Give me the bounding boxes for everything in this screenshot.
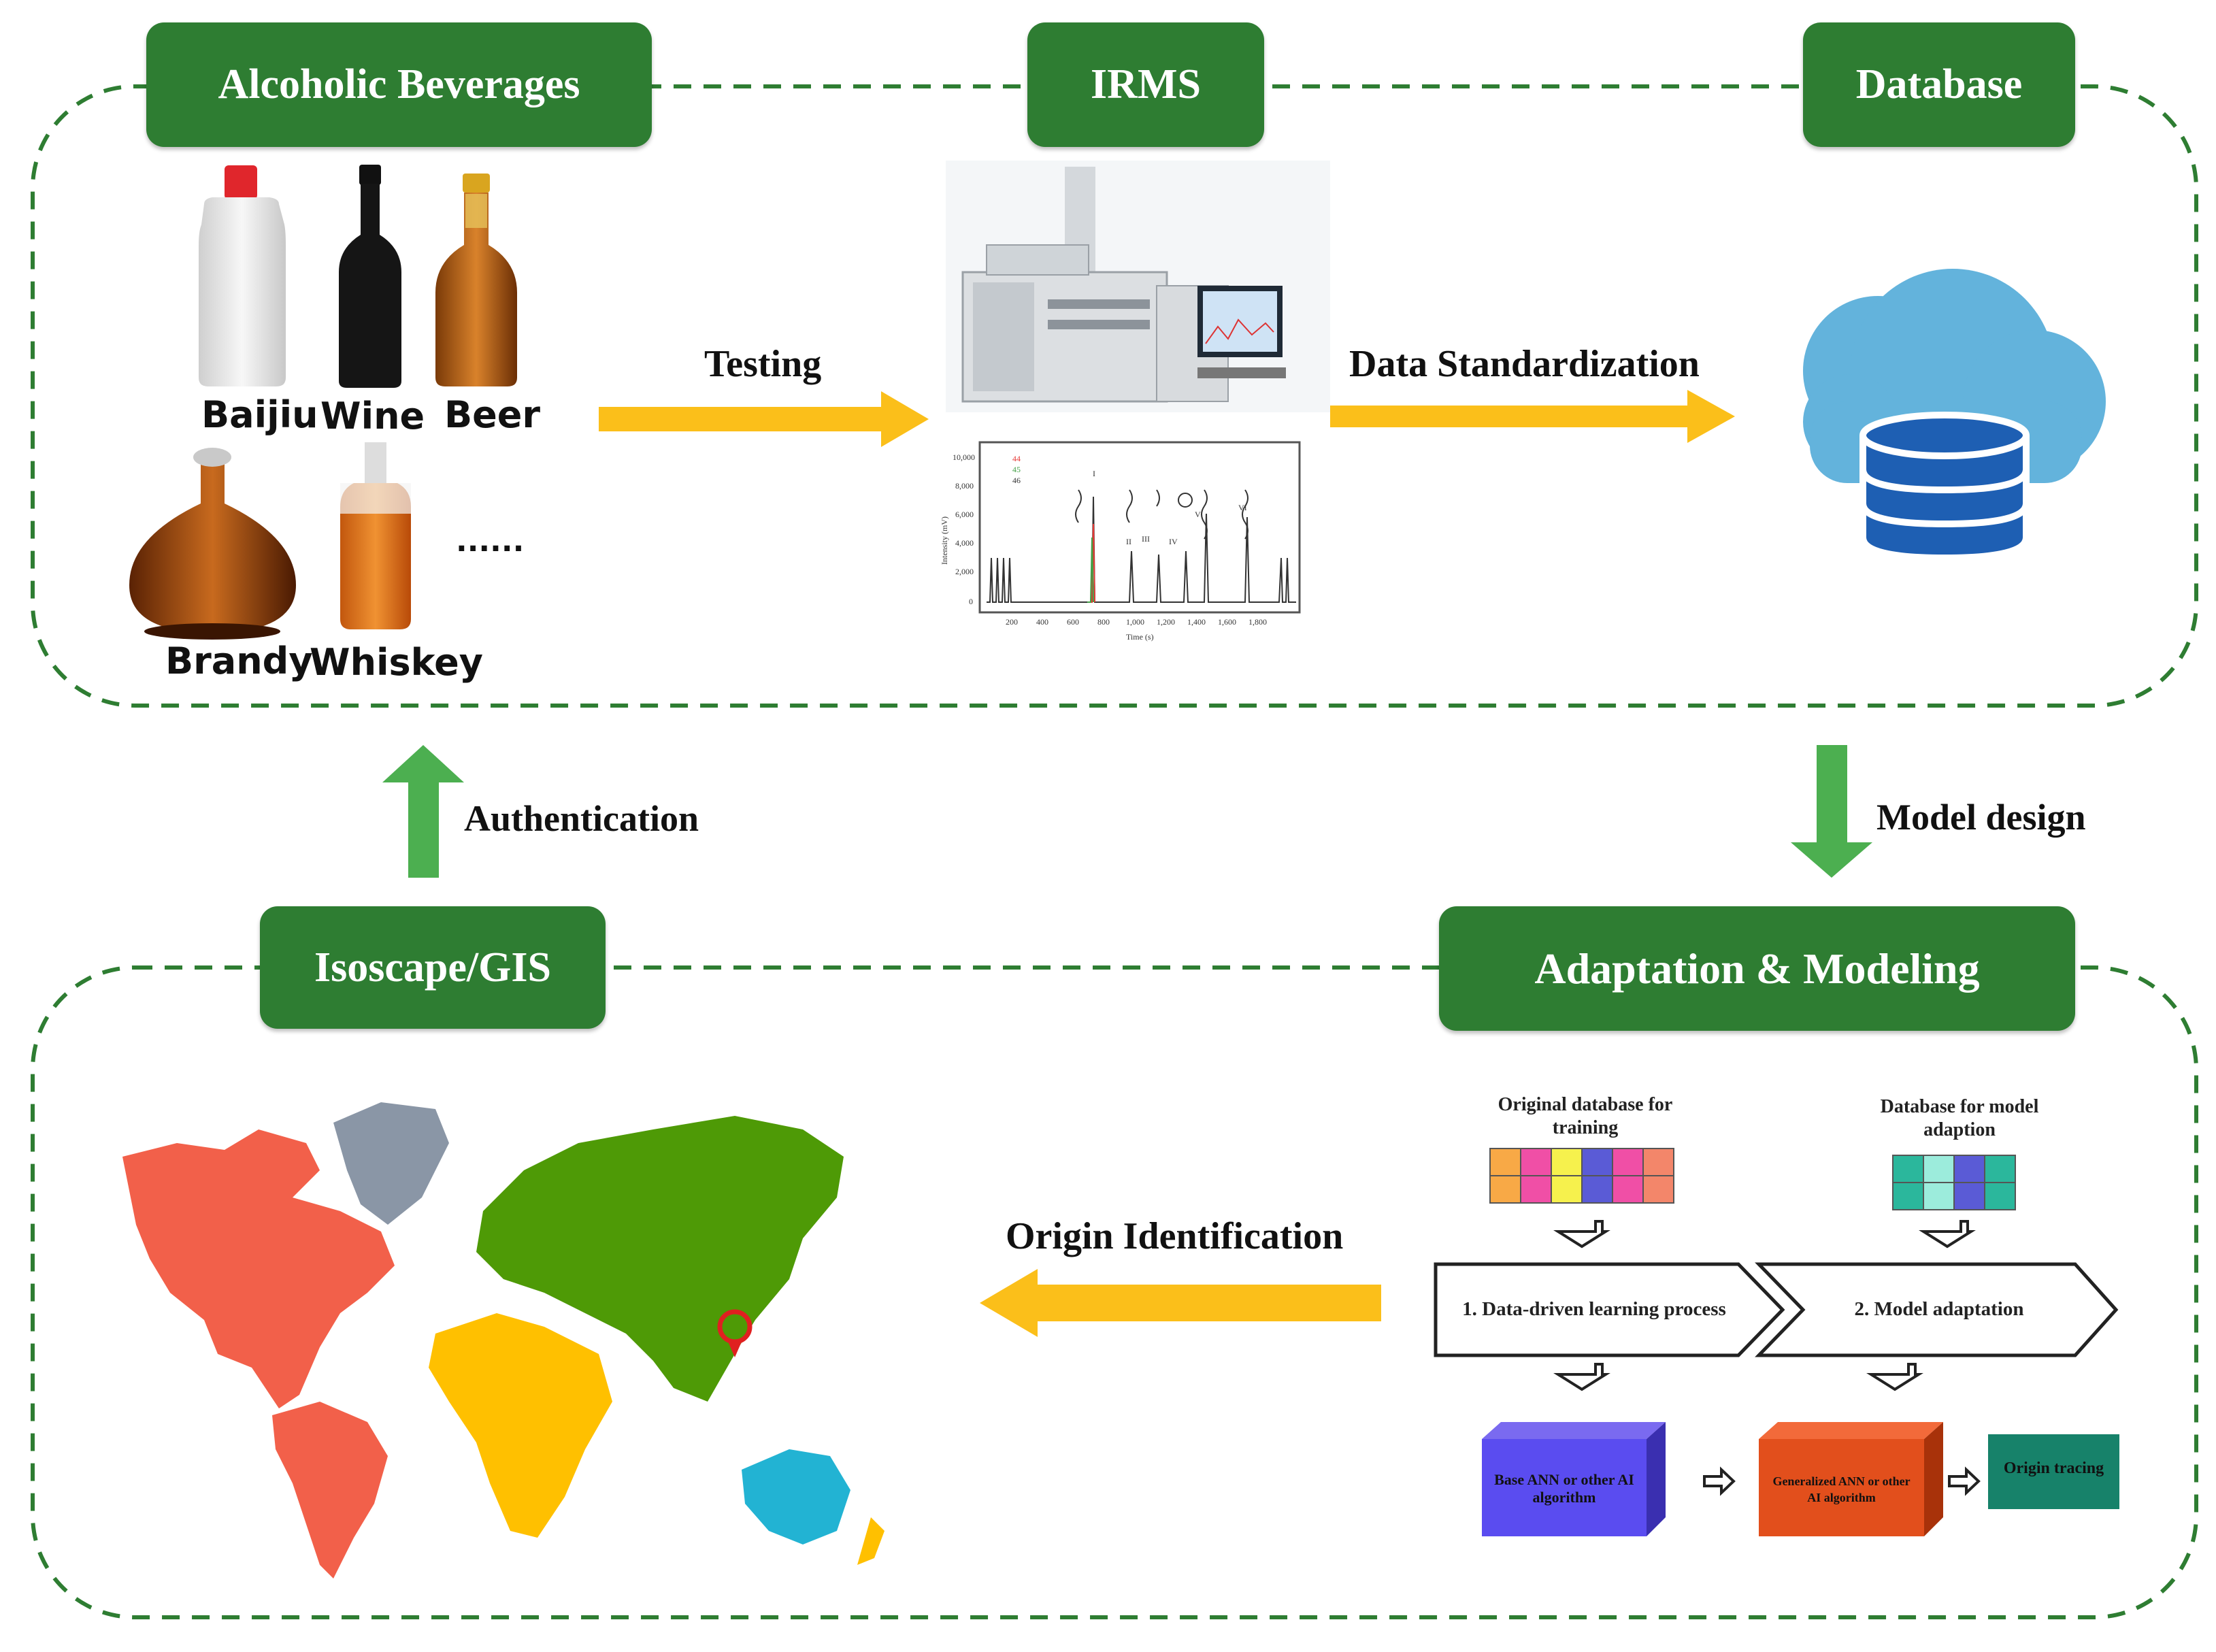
step2-chevron — [1755, 1262, 2119, 1357]
peak-label-4: IV — [1169, 537, 1178, 546]
adaption-db-label: Database for model adaption — [1880, 1096, 2039, 1140]
y-tick: 2,000 — [955, 567, 974, 576]
greenland-shape — [333, 1102, 449, 1225]
model-design-label: Model design — [1876, 797, 2086, 838]
step1-chevron — [1434, 1262, 1785, 1357]
original-db-label: Original database for training — [1498, 1094, 1673, 1138]
origin-tracing-label: Origin tracing — [2003, 1459, 2104, 1477]
y-tick: 6,000 — [955, 510, 974, 519]
model-design-arrow — [1791, 745, 1872, 878]
baijiu-bottle-icon — [199, 165, 286, 386]
x-tick: 600 — [1067, 617, 1079, 627]
peak-label-2: II — [1126, 537, 1131, 546]
y-tick: 0 — [969, 597, 973, 606]
data-standardization-label: Data Standardization — [1349, 343, 1700, 385]
peak-label-6: VI — [1238, 503, 1247, 512]
legend-45: 45 — [1012, 465, 1021, 474]
legend-44: 44 — [1012, 454, 1021, 463]
y-tick: 4,000 — [955, 538, 974, 548]
generalized-ann-label: Generalized ANN or other AI algorithm — [1772, 1474, 1911, 1504]
peak-label-5: V — [1195, 510, 1201, 519]
location-pin-icon — [717, 1309, 753, 1357]
x-tick: 1,400 — [1187, 617, 1206, 627]
header-database: Database — [1803, 22, 2075, 147]
base-ann-label: Base ANN or other AI algorithm — [1494, 1471, 1634, 1506]
down-arrow-icon — [1553, 1363, 1610, 1391]
header-adaptation: Adaptation & Modeling — [1439, 906, 2075, 1031]
down-arrow-icon — [1866, 1363, 1923, 1391]
header-irms: IRMS — [1027, 22, 1264, 147]
peak-label-1: I — [1093, 469, 1095, 478]
data-standardization-arrow — [1330, 390, 1735, 443]
new-zealand-shape — [857, 1517, 884, 1565]
header-alcoholic-beverages: Alcoholic Beverages — [146, 22, 652, 147]
brandy-bottle-icon — [129, 448, 296, 640]
x-axis-label: Time (s) — [1126, 632, 1154, 642]
x-tick: 800 — [1097, 617, 1110, 627]
down-arrow-icon — [1553, 1220, 1610, 1249]
y-tick: 10,000 — [953, 452, 975, 462]
authentication-label: Authentication — [464, 798, 699, 839]
whiskey-bottle-icon — [340, 442, 411, 629]
peak-label-3: III — [1142, 534, 1150, 544]
label-baijiu: Baijiu — [201, 393, 318, 436]
adaption-db-grid — [1892, 1155, 2016, 1210]
label-brandy: Brandy — [165, 640, 313, 682]
chromatogram-ticks: 10,000 8,000 6,000 4,000 2,000 0 200 400… — [940, 452, 1267, 642]
x-tick: 1,600 — [1218, 617, 1236, 627]
label-wine: Wine — [320, 395, 425, 437]
x-tick: 1,000 — [1126, 617, 1144, 627]
origin-identification-label: Origin Identification — [1006, 1215, 1344, 1257]
legend-46: 46 — [1012, 476, 1021, 485]
bottom-group-border — [31, 965, 2198, 1619]
origin-tracing-box — [1988, 1434, 2119, 1509]
base-ann-cube — [1482, 1422, 1666, 1536]
authentication-arrow — [382, 745, 464, 878]
step1-label: 1. Data-driven learning process — [1462, 1298, 1726, 1320]
testing-arrow — [599, 391, 929, 447]
label-whiskey: Whiskey — [310, 641, 483, 684]
south-america-shape — [272, 1402, 388, 1579]
beer-bottle-icon — [435, 174, 517, 386]
wine-bottle-icon — [339, 165, 401, 388]
x-tick: 1,200 — [1157, 617, 1175, 627]
x-tick: 200 — [1006, 617, 1018, 627]
europe-asia-shape — [476, 1116, 844, 1402]
header-isoscape: Isoscape/GIS — [260, 906, 606, 1029]
origin-identification-arrow — [980, 1269, 1381, 1337]
x-tick: 400 — [1036, 617, 1048, 627]
y-axis-label: Intensity (mV) — [940, 516, 949, 565]
label-more: ...... — [456, 524, 525, 559]
original-db-grid — [1489, 1148, 1674, 1204]
down-arrow-icon — [1919, 1220, 1976, 1249]
australia-shape — [742, 1449, 850, 1544]
testing-label: Testing — [704, 343, 822, 385]
label-beer: Beer — [444, 393, 541, 436]
north-america-shape — [122, 1129, 395, 1408]
y-tick: 8,000 — [955, 481, 974, 491]
x-tick: 1,800 — [1248, 617, 1267, 627]
right-arrow-icon — [1703, 1466, 1981, 1496]
africa-shape — [429, 1313, 612, 1538]
step2-label: 2. Model adaptation — [1854, 1298, 2024, 1320]
generalized-ann-cube — [1759, 1422, 1943, 1536]
